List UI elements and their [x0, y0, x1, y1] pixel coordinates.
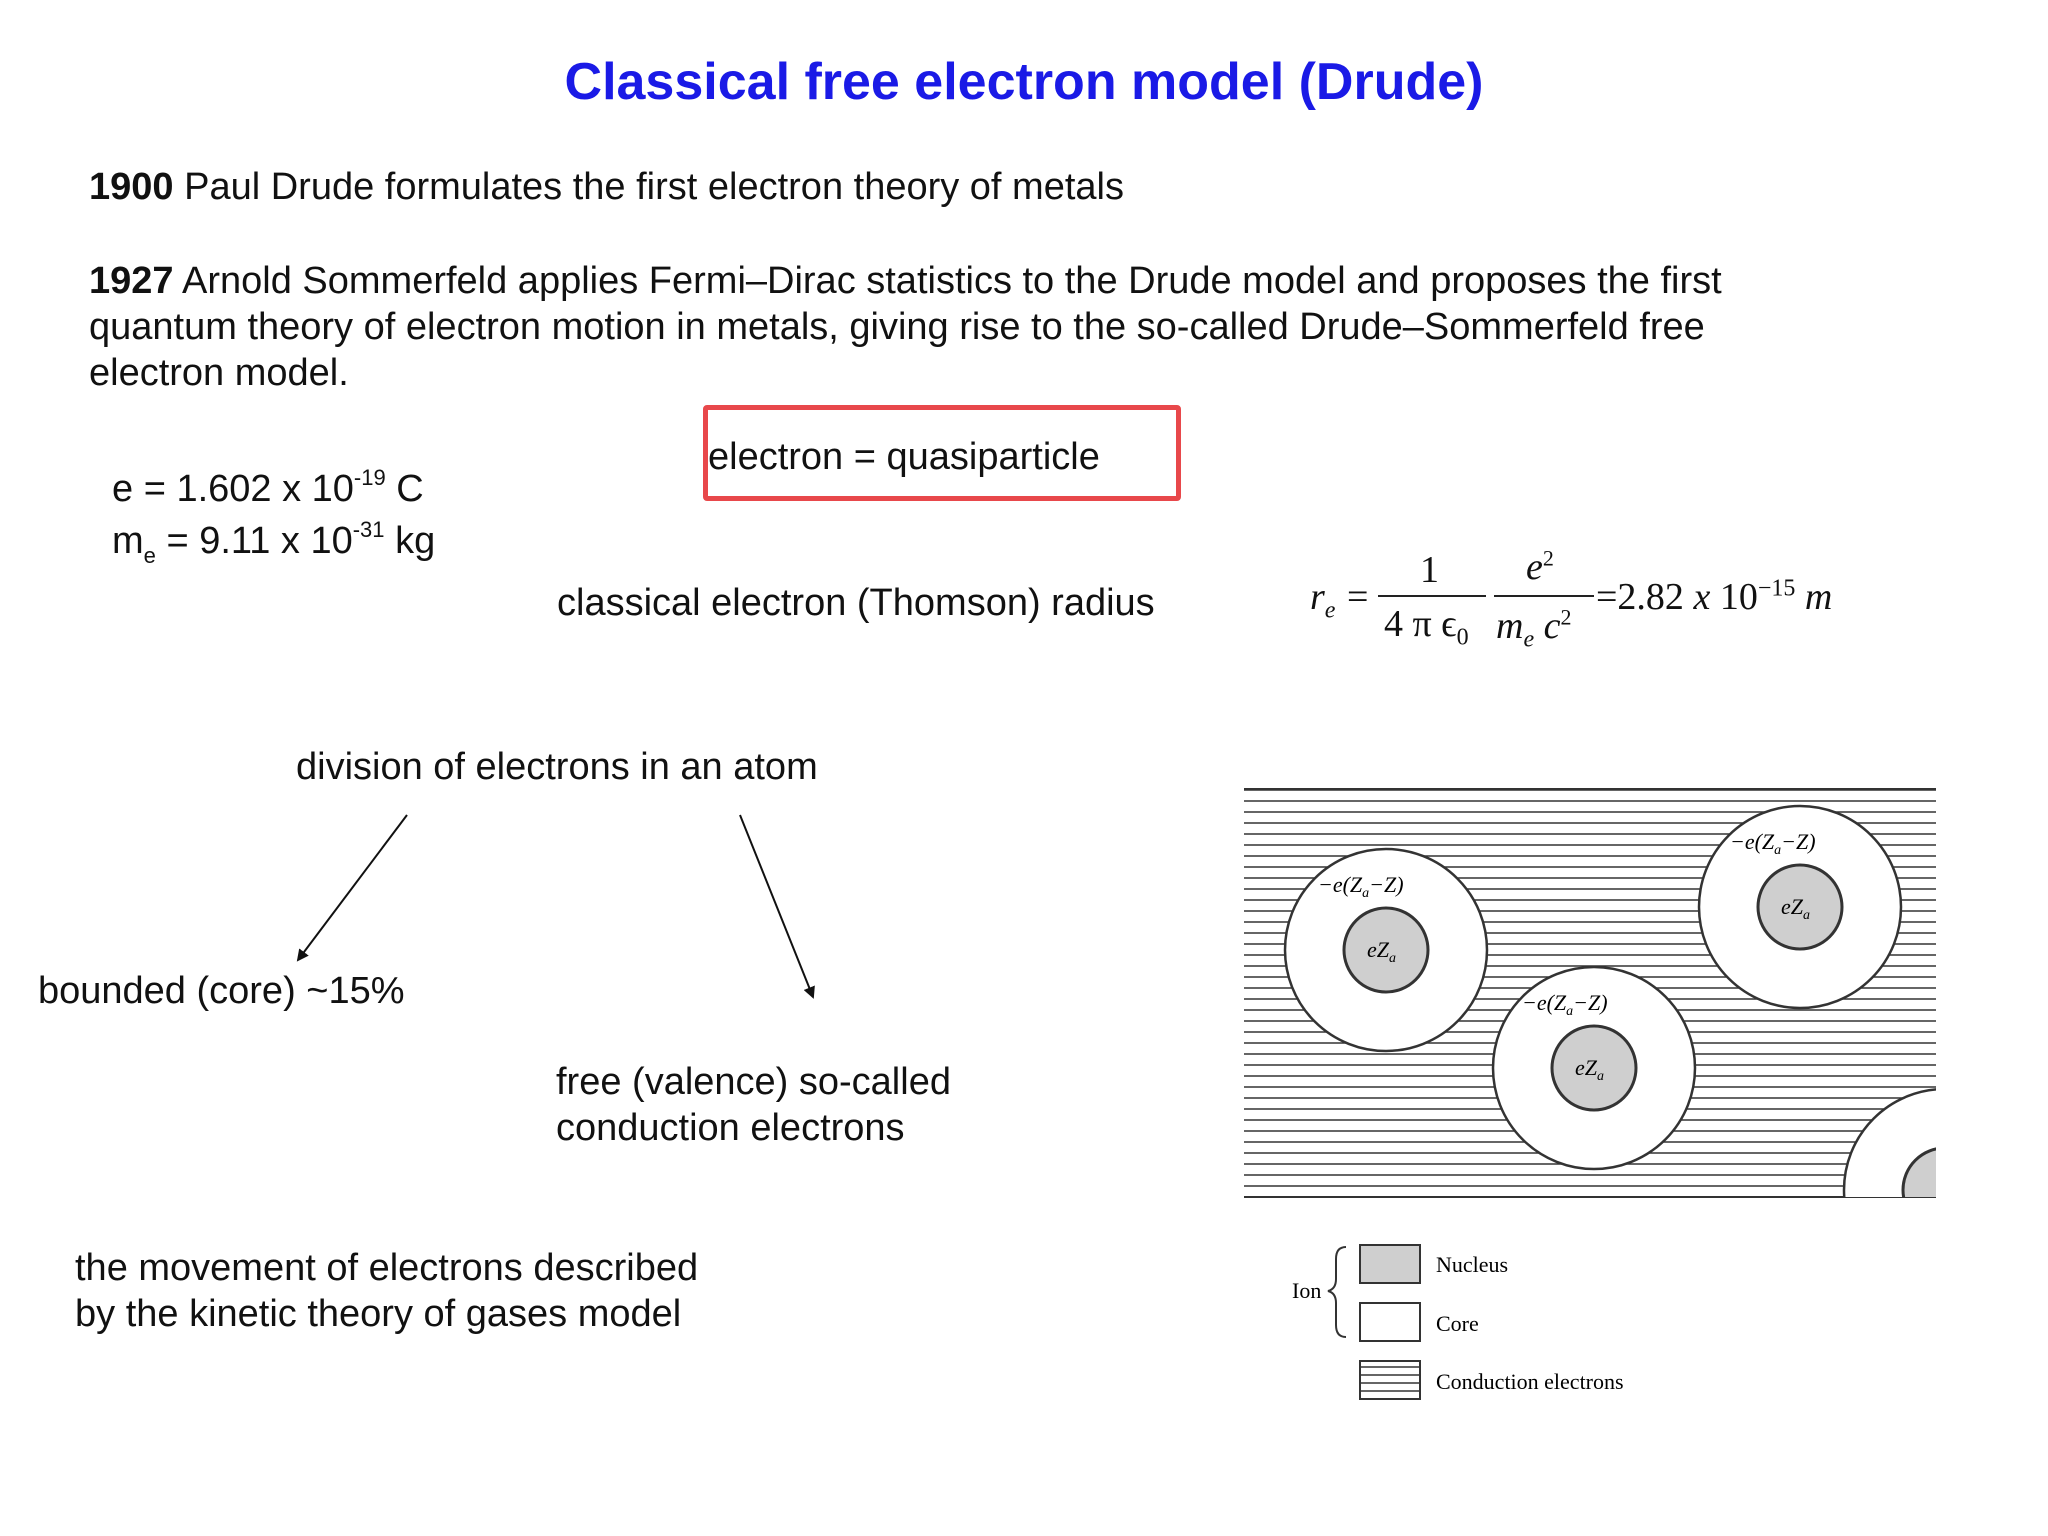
- drude-model-diagram: −e(Za−Z) −e(Za−Z) −e(Za−Z) eZa eZa eZa: [1244, 788, 1936, 1198]
- electron-mass: me = 9.11 x 10-31 kg: [112, 517, 436, 568]
- legend-ion-label: Ion: [1292, 1278, 1321, 1303]
- year-1900: 1900: [89, 166, 174, 208]
- arrow-to-bound: [296, 814, 408, 962]
- ion-2: [1491, 965, 1697, 1171]
- eq-equals: =: [1347, 576, 1369, 618]
- ion-2-nucleus-label: eZa: [1575, 1055, 1604, 1084]
- history-1900-text: Paul Drude formulates the first electron…: [173, 166, 1124, 208]
- history-1927-line2: quantum theory of electron motion in met…: [89, 306, 1705, 348]
- ion-3-nucleus-label: eZa: [1781, 894, 1810, 923]
- history-1927-line3: electron model.: [89, 352, 349, 394]
- legend-conduction-label: Conduction electrons: [1436, 1369, 1624, 1394]
- ion-1: [1283, 847, 1489, 1053]
- electron-charge: e = 1.602 x 10-19 C: [112, 465, 424, 510]
- quasiparticle-highlight-box: [703, 405, 1181, 501]
- eq-frac1-line: [1378, 595, 1486, 597]
- ion-1-nucleus-label: eZa: [1367, 937, 1396, 966]
- quasiparticle-text: electron = quasiparticle: [708, 436, 1100, 478]
- legend-core-swatch: [1359, 1302, 1421, 1342]
- history-1900: 1900 Paul Drude formulates the first ele…: [89, 164, 1124, 210]
- eq-result: =2.82 x 10−15 m: [1596, 575, 1833, 618]
- page-title: Classical free electron model (Drude): [564, 53, 1484, 111]
- arrow-to-free: [739, 814, 815, 999]
- ion-3: [1697, 804, 1903, 1010]
- thomson-radius-label: classical electron (Thomson) radius: [557, 582, 1155, 624]
- eq-frac2-line: [1494, 595, 1594, 597]
- eq-frac1-num: 1: [1420, 549, 1439, 591]
- legend-ion-brace: [1327, 1246, 1347, 1338]
- year-1927: 1927: [89, 260, 174, 302]
- ion-2-charge-label: −e(Za−Z): [1522, 990, 1608, 1019]
- eq-frac2-den: me c2: [1496, 604, 1572, 653]
- eq-frac2-num: e2: [1526, 545, 1554, 588]
- legend-core-label: Core: [1436, 1311, 1479, 1336]
- legend-conduction-swatch: [1359, 1360, 1421, 1400]
- history-1927-text: Arnold Sommerfeld applies Fermi–Dirac st…: [173, 260, 1722, 302]
- bound-electrons-label: bounded (core) ~15%: [38, 970, 405, 1012]
- eq-frac1-den: 4 π ϵ0: [1384, 603, 1469, 651]
- legend-nucleus-label: Nucleus: [1436, 1252, 1508, 1277]
- history-1927: 1927 Arnold Sommerfeld applies Fermi–Dir…: [89, 258, 1722, 396]
- diagram-legend: Ion Nucleus Core Conduction electrons: [1292, 1244, 1624, 1400]
- ion-3-charge-label: −e(Za−Z): [1730, 829, 1816, 858]
- ion-1-charge-label: −e(Za−Z): [1318, 872, 1404, 901]
- ion-4-partial: [1842, 1088, 1936, 1197]
- division-heading: division of electrons in an atom: [296, 746, 818, 788]
- legend-nucleus-swatch: [1359, 1244, 1421, 1284]
- eq-r: re: [1310, 576, 1336, 624]
